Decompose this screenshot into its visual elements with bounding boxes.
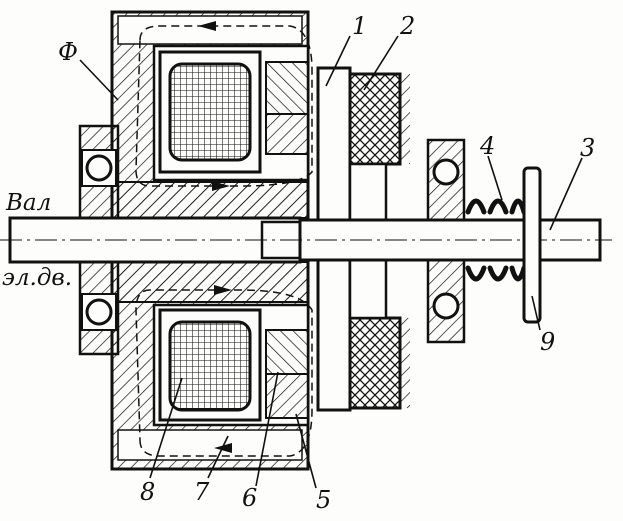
flux-lines — [135, 25, 313, 457]
ring-pieces — [265, 61, 309, 419]
label-3: 3 — [580, 134, 595, 162]
washer-plate — [522, 166, 542, 324]
label-2: 2 — [399, 12, 415, 40]
label-1: 1 — [352, 12, 367, 40]
label-6: 6 — [242, 484, 257, 512]
right-bearing-top — [426, 138, 466, 222]
label-9: 9 — [540, 328, 555, 356]
left-bearing-top — [78, 124, 120, 224]
label-8: 8 — [140, 478, 155, 506]
label-7: 7 — [194, 478, 210, 506]
label-5: 5 — [316, 486, 331, 514]
hub-bottom — [117, 261, 309, 303]
label-4: 4 — [479, 132, 495, 160]
leader-lines — [79, 35, 583, 489]
label-shaft-line1: Вал — [5, 190, 51, 216]
right-bearing-bottom — [426, 258, 466, 344]
coil-top — [158, 50, 262, 174]
left-bearing-bottom — [78, 260, 120, 356]
label-phi: Ф — [58, 38, 78, 66]
coil-bottom — [158, 308, 262, 422]
label-shaft-line2: эл.дв. — [2, 265, 72, 291]
